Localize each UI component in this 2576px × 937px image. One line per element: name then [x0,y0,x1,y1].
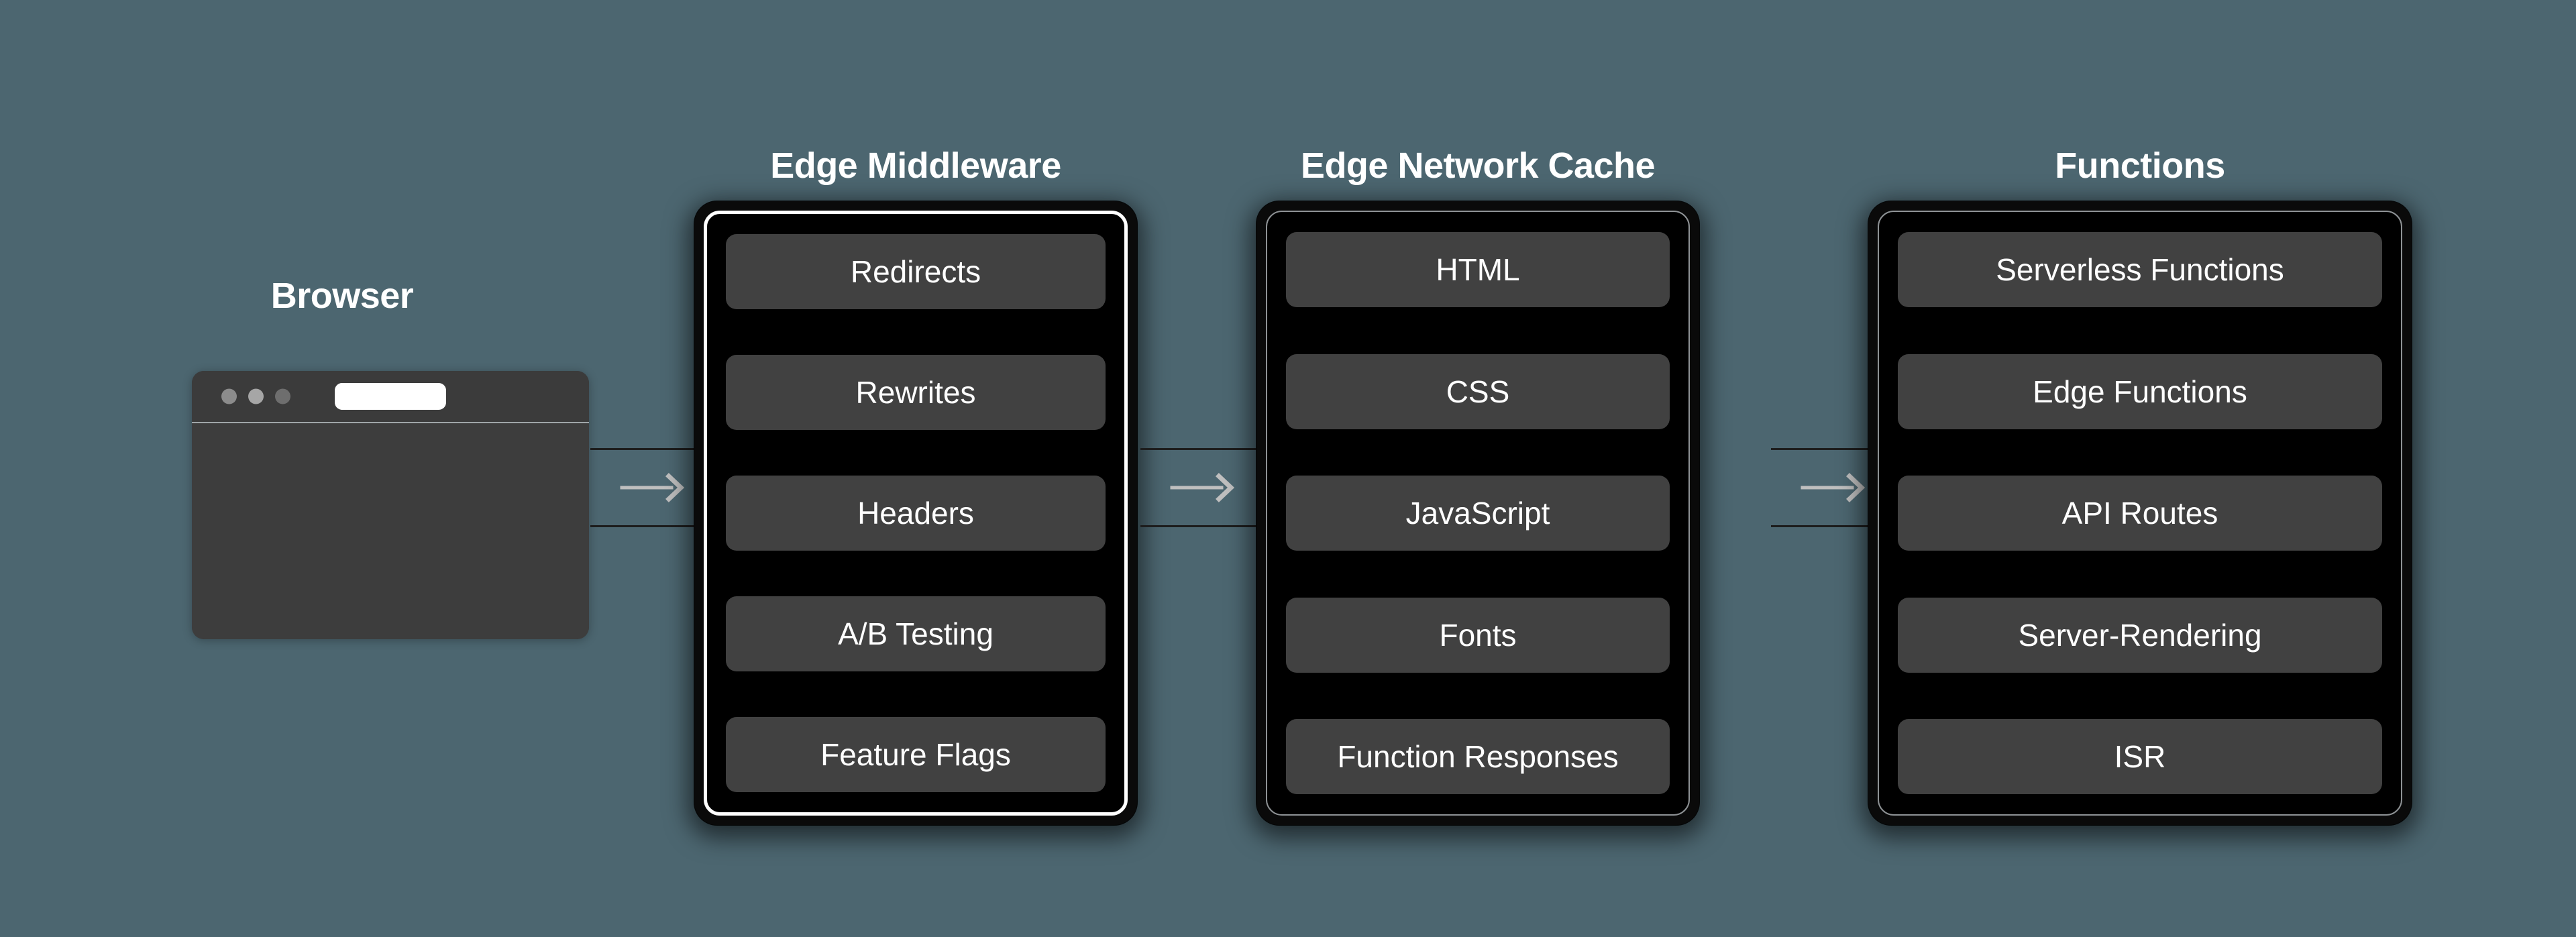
panel-edge-middleware[interactable]: Edge Middleware Redirects Rewrites Heade… [694,146,1137,825]
browser-group: Browser [0,0,684,937]
list-item[interactable]: JavaScript [1286,476,1670,551]
list-item[interactable]: CSS [1286,353,1670,429]
browser-chrome-bar [192,371,589,423]
list-item[interactable]: Redirects [726,234,1106,309]
panel-body-functions: Serverless Functions Edge Functions API … [1878,211,2402,816]
arrow-right-icon [620,473,685,502]
list-item[interactable]: Function Responses [1286,719,1670,794]
list-item[interactable]: Headers [726,476,1106,551]
list-item[interactable]: Edge Functions [1898,353,2382,429]
panel-title-edge-network-cache: Edge Network Cache [1300,146,1656,186]
window-maximize-dot-icon [275,388,290,404]
list-item[interactable]: API Routes [1898,476,2382,551]
panel-body-edge-middleware: Redirects Rewrites Headers A/B Testing F… [704,211,1128,816]
browser-viewport [192,423,589,639]
browser-title: Browser [270,276,414,316]
window-control-dots [221,388,290,404]
list-item[interactable]: Serverless Functions [1898,232,2382,307]
panel-title-functions: Functions [2055,146,2225,186]
connector-edge-middleware-to-edge-network-cache [1140,448,1265,527]
panel-functions[interactable]: Functions Serverless Functions Edge Func… [1868,146,2412,825]
arrow-right-icon [1170,473,1235,502]
list-item[interactable]: Server-Rendering [1898,597,2382,673]
connector-edge-network-cache-to-functions [1771,448,1896,527]
panel-title-edge-middleware: Edge Middleware [770,146,1061,186]
list-item[interactable]: A/B Testing [726,596,1106,671]
window-minimize-dot-icon [248,388,264,404]
panel-edge-network-cache[interactable]: Edge Network Cache HTML CSS JavaScript F… [1256,146,1699,825]
list-item[interactable]: ISR [1898,719,2382,794]
panel-body-edge-network-cache: HTML CSS JavaScript Fonts Function Respo… [1266,211,1690,816]
browser-url-bar[interactable] [335,383,446,410]
list-item[interactable]: Feature Flags [726,717,1106,792]
arrow-right-icon [1801,473,1866,502]
list-item[interactable]: Rewrites [726,355,1106,430]
list-item[interactable]: Fonts [1286,597,1670,673]
connector-browser-to-edge-middleware [590,448,715,527]
browser-window-mock [192,371,589,639]
list-item[interactable]: HTML [1286,232,1670,307]
window-close-dot-icon [221,388,237,404]
